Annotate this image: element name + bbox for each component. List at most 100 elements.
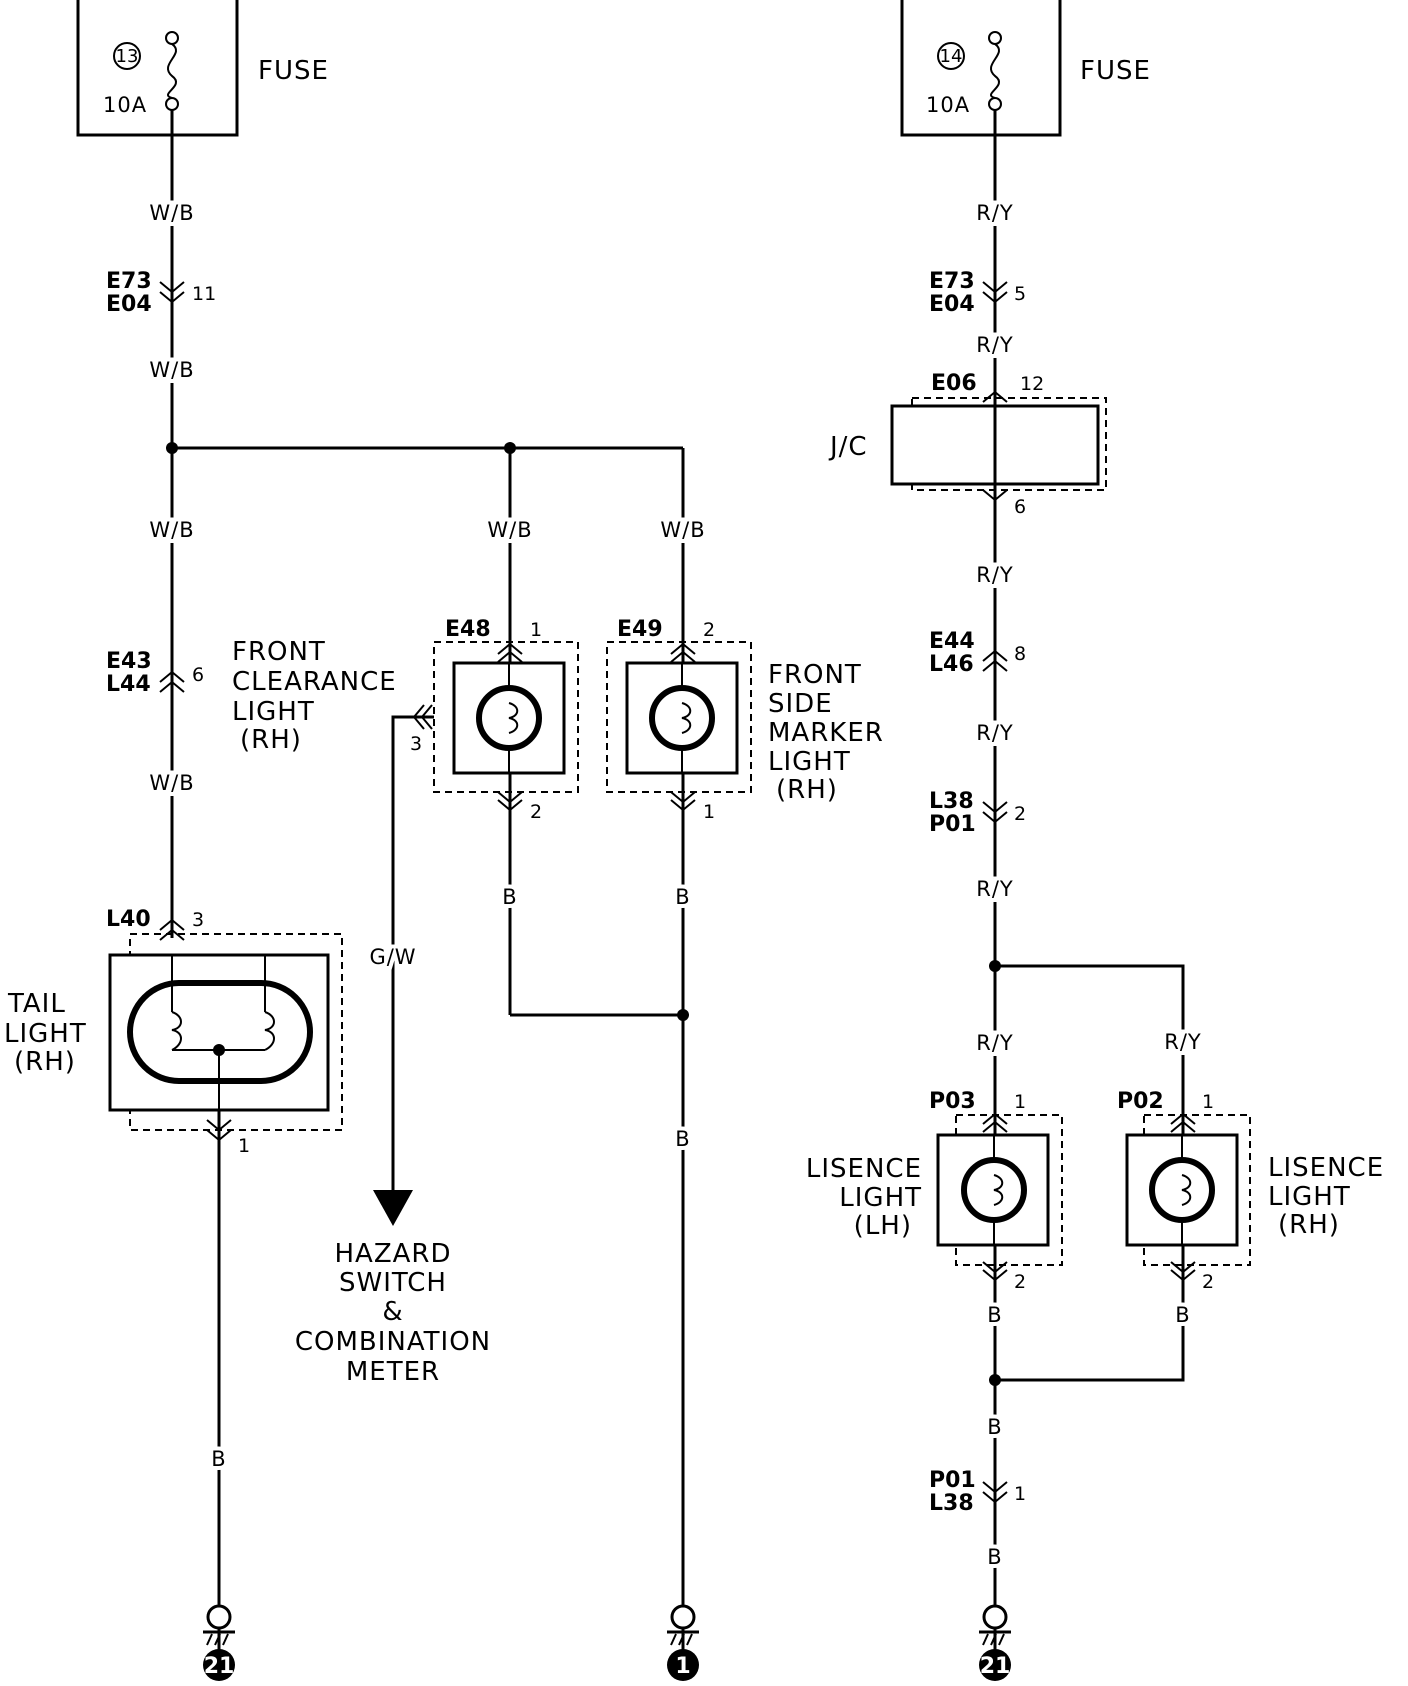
connector-pin: 1 <box>1014 1483 1026 1505</box>
wire-label-wb-left-low: W/B <box>149 771 194 795</box>
pin-bottom: 1 <box>238 1135 250 1157</box>
component-e48-front-clearance-light: E48 1 2 <box>433 448 579 1015</box>
svg-text:(LH): (LH) <box>854 1211 912 1241</box>
wire-label-b-tail: B <box>211 1447 226 1471</box>
ground-number: 21 <box>204 1654 235 1679</box>
connector-e43-l44: E43 L44 6 <box>106 649 204 697</box>
label-tail-light: TAIL LIGHT (RH) <box>4 989 87 1077</box>
fuse-14-symbol <box>988 31 1002 111</box>
connector-code-a: P01 <box>929 1468 976 1493</box>
wire-label-ry-p03: R/Y <box>976 1031 1014 1055</box>
component-code: E48 <box>445 617 491 642</box>
wire-label-b-p03: B <box>987 1303 1002 1327</box>
component-code: E49 <box>617 617 663 642</box>
pin-top: 1 <box>1202 1091 1214 1113</box>
junction-dot <box>989 1374 1001 1386</box>
pin-bottom: 2 <box>1202 1271 1214 1293</box>
pin-top: 1 <box>530 619 542 641</box>
svg-text:MARKER: MARKER <box>768 718 884 748</box>
connector-code-a: L38 <box>929 789 974 814</box>
connector-l38-p01: L38 P01 2 <box>929 789 1026 837</box>
wire-label-wb-mid: W/B <box>149 358 194 382</box>
ground-21-left: 21 <box>203 1604 235 1681</box>
wire-label-ry-3: R/Y <box>976 563 1014 587</box>
svg-text:SWITCH: SWITCH <box>339 1268 447 1298</box>
connector-pin: 11 <box>192 283 216 305</box>
svg-text:LIGHT: LIGHT <box>839 1183 922 1213</box>
wire-label-b-join: B <box>987 1415 1002 1439</box>
fuse-13-box: 13 10A FUSE <box>76 0 329 137</box>
pin-bottom: 1 <box>703 801 715 823</box>
svg-text:LIGHT: LIGHT <box>768 747 851 777</box>
ground-21-right: 21 <box>979 1604 1011 1681</box>
wire-label-wb-e49: W/B <box>660 518 705 542</box>
wire-label-wb-top: W/B <box>149 201 194 225</box>
ground-number: 1 <box>675 1654 690 1679</box>
wire-label-ry-4: R/Y <box>976 721 1014 745</box>
fuse-13-symbol <box>165 31 179 111</box>
svg-text:FRONT: FRONT <box>768 660 862 690</box>
svg-text:&: & <box>382 1297 403 1327</box>
fuse-14-box: 14 10A FUSE <box>900 0 1151 137</box>
wire-label-wb-e48: W/B <box>487 518 532 542</box>
component-e06-junction-connector: E06 12 6 J/C <box>828 371 1107 518</box>
svg-text:(RH): (RH) <box>1278 1210 1340 1240</box>
svg-text:LISENCE: LISENCE <box>1268 1153 1384 1183</box>
component-e49-front-side-marker-light: E49 2 1 <box>606 617 752 1660</box>
label-license-light-rh: LISENCE LIGHT (RH) <box>1268 1153 1384 1240</box>
svg-text:METER: METER <box>346 1357 440 1387</box>
fuse-13-label: FUSE <box>258 56 329 86</box>
pin-top: 2 <box>703 619 715 641</box>
label-front-clearance-light: FRONT CLEARANCE LIGHT (RH) <box>232 637 396 755</box>
component-l40-tail-light: L40 3 1 <box>106 907 343 1157</box>
svg-text:LISENCE: LISENCE <box>806 1154 922 1184</box>
connector-code-b: L38 <box>929 1491 974 1516</box>
fuse-14-label: FUSE <box>1080 56 1151 86</box>
arrow-down-icon <box>373 1190 413 1226</box>
wire-label-b-e49: B <box>675 885 690 909</box>
connector-code-b: E04 <box>106 292 152 317</box>
fuse-13-number: 13 <box>116 46 139 67</box>
pin-top: 3 <box>192 909 204 931</box>
wire-label-b-e48: B <box>502 885 517 909</box>
jc-label: J/C <box>828 432 868 462</box>
label-hazard-switch: HAZARD SWITCH & COMBINATION METER <box>295 1239 490 1387</box>
svg-text:TAIL: TAIL <box>7 989 66 1019</box>
svg-text:(RH): (RH) <box>14 1047 76 1077</box>
connector-code-a: E73 <box>106 269 152 294</box>
connector-pin: 2 <box>1014 803 1026 825</box>
wire-label-b-e49-low: B <box>675 1127 690 1151</box>
wire-label-b-p02: B <box>1175 1303 1190 1327</box>
label-front-side-marker-light: FRONT SIDE MARKER LIGHT (RH) <box>768 660 884 805</box>
connector-e44-l46: E44 L46 8 <box>929 629 1026 677</box>
connector-pin: 8 <box>1014 643 1026 665</box>
svg-text:LIGHT: LIGHT <box>232 697 315 727</box>
svg-text:LIGHT: LIGHT <box>4 1019 87 1049</box>
connector-pin: 5 <box>1014 283 1026 305</box>
wire-label-ry-2: R/Y <box>976 333 1014 357</box>
svg-text:(RH): (RH) <box>240 725 302 755</box>
component-code: P02 <box>1117 1089 1164 1114</box>
fuse-14-rating: 10A <box>926 93 970 117</box>
wire-label-wb-left: W/B <box>149 518 194 542</box>
pin-side: 3 <box>410 733 422 755</box>
connector-code-a: E73 <box>929 269 975 294</box>
fuse-14-number: 14 <box>940 46 963 67</box>
svg-text:FRONT: FRONT <box>232 637 326 667</box>
junction-dot <box>989 960 1001 972</box>
svg-text:SIDE: SIDE <box>768 689 833 719</box>
connector-code-b: P01 <box>929 812 976 837</box>
connector-code-a: E44 <box>929 629 975 654</box>
component-p03-license-light-lh: P03 1 2 <box>929 1089 1063 1293</box>
svg-text:LIGHT: LIGHT <box>1268 1182 1351 1212</box>
wire-label-gw: G/W <box>369 945 416 969</box>
junction-dot <box>166 442 178 454</box>
connector-code-b: E04 <box>929 292 975 317</box>
label-license-light-lh: LISENCE LIGHT (LH) <box>806 1154 922 1241</box>
connector-code-b: L46 <box>929 652 974 677</box>
component-code: E06 <box>931 371 977 396</box>
svg-text:HAZARD: HAZARD <box>334 1239 451 1269</box>
ground-1-center: 1 <box>667 1604 699 1681</box>
connector-e73-e04-left: E73 E04 11 <box>106 269 216 317</box>
